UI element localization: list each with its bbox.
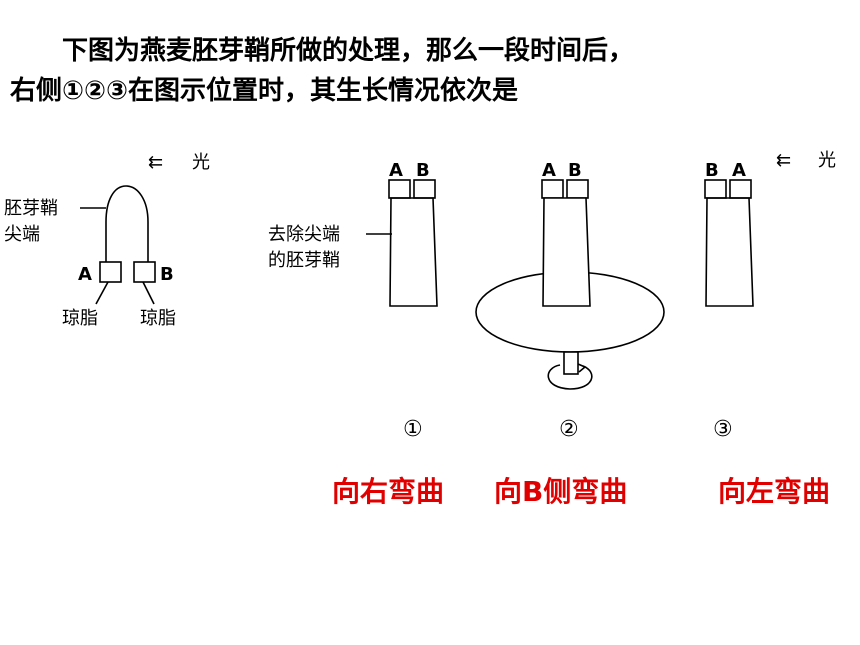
agar-right-leader xyxy=(142,281,155,305)
exp2-agar-block-left xyxy=(541,179,564,199)
answer-1: 向右弯曲 xyxy=(332,475,445,508)
light-label: 光 xyxy=(192,152,210,173)
experiment-3: B A ⇇ 光 ③ xyxy=(704,150,836,442)
exp3-agar-block-right xyxy=(729,179,752,199)
rotation-shaft xyxy=(563,351,579,375)
exp3-light-label: 光 xyxy=(818,150,836,171)
exp2-agar-block-right xyxy=(566,179,589,199)
exp2-number: ② xyxy=(559,417,579,442)
block-a-label: A xyxy=(78,264,92,285)
exp1-coleoptile xyxy=(389,197,438,307)
agar-block-a xyxy=(99,261,122,283)
exp1-number: ① xyxy=(403,417,423,442)
agar-left-leader xyxy=(95,281,109,305)
light-arrow-icon: ⇇ xyxy=(148,152,163,173)
exp1-agar-block-right xyxy=(413,179,436,199)
exp2-block-left-label: A xyxy=(542,160,556,181)
tip-label-1: 胚芽鞘 xyxy=(4,198,58,219)
exp2-block-right-label: B xyxy=(568,160,582,181)
coleoptile-tip-shape xyxy=(105,185,149,262)
exp3-coleoptile xyxy=(705,197,754,307)
agar-left-label: 琼脂 xyxy=(62,308,98,329)
question-line-1: 下图为燕麦胚芽鞘所做的处理，那么一段时间后， xyxy=(62,36,635,66)
left-setup: ⇇ 光 胚芽鞘 尖端 A B 琼脂 琼脂 xyxy=(4,152,210,329)
answer-3: 向左弯曲 xyxy=(718,475,831,508)
removed-tip-label-1: 去除尖端 xyxy=(268,224,340,245)
agar-right-label: 琼脂 xyxy=(140,308,176,329)
rotation-arrow-icon xyxy=(547,364,593,390)
exp3-light-arrow-icon: ⇇ xyxy=(776,150,791,171)
exp1-agar-block-left xyxy=(388,179,411,199)
removed-tip-label-2: 的胚芽鞘 xyxy=(268,250,340,271)
exp1-block-right-label: B xyxy=(416,160,430,181)
tip-label-2: 尖端 xyxy=(4,224,40,245)
exp3-block-left-label: B xyxy=(705,160,719,181)
exp3-number: ③ xyxy=(713,417,733,442)
question-line-2: 右侧①②③在图示位置时，其生长情况依次是 xyxy=(10,76,519,106)
experiment-1: A B 去除尖端 的胚芽鞘 ① xyxy=(268,160,438,442)
exp2-coleoptile xyxy=(542,197,591,307)
exp1-block-left-label: A xyxy=(389,160,403,181)
rotation-arrowhead xyxy=(577,363,587,373)
exp3-block-right-label: A xyxy=(732,160,746,181)
exp3-agar-block-left xyxy=(704,179,727,199)
answer-2: 向B侧弯曲 xyxy=(494,475,628,508)
experiment-2: A B ② xyxy=(475,160,665,442)
block-b-label: B xyxy=(160,264,174,285)
agar-block-b xyxy=(133,261,156,283)
